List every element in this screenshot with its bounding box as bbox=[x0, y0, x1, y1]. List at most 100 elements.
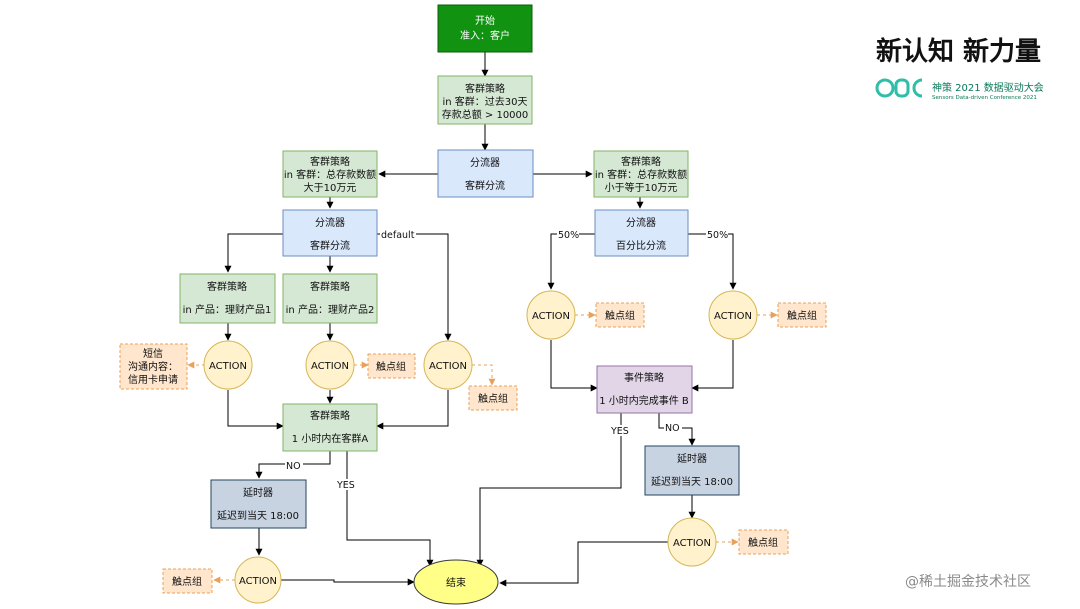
edge-splitter-left-to-product1 bbox=[224, 233, 283, 273]
node-action-g: ACTION bbox=[234, 556, 282, 604]
strategy-left-title: 客群策略 bbox=[310, 155, 350, 168]
delay-left-sub: 延迟到当天 18:00 bbox=[217, 509, 299, 522]
label-default: default bbox=[381, 230, 415, 241]
product2-title: 客群策略 bbox=[310, 280, 350, 293]
splitter-main-title: 分流器 bbox=[470, 156, 500, 169]
splitter-main-sub: 客群分流 bbox=[465, 179, 505, 192]
event-strategy-title: 事件策略 bbox=[624, 371, 664, 384]
action-g-label: ACTION bbox=[239, 576, 277, 587]
label-yes-left: YES bbox=[336, 480, 355, 491]
splitter-right-sub: 百分比分流 bbox=[616, 239, 666, 252]
node-splitter-left: 分流器 客群分流 bbox=[282, 209, 378, 257]
node-start: 开始 准入：客户 bbox=[437, 4, 533, 53]
edge-labels: default 50% 50% NO YES YES NO bbox=[285, 229, 728, 491]
edge-splitter-right-50-right bbox=[688, 233, 737, 290]
action-f-label: ACTION bbox=[673, 538, 711, 549]
node-splitter-right: 分流器 百分比分流 bbox=[594, 209, 689, 257]
edge-1h-yes-to-end bbox=[346, 451, 434, 567]
strategy-left-line3: 大于10万元 bbox=[304, 181, 357, 194]
label-pct-left: 50% bbox=[558, 230, 579, 241]
touch-5-label: 触点组 bbox=[748, 536, 778, 549]
touch-3-label: 触点组 bbox=[605, 309, 635, 322]
touch-edges bbox=[187, 311, 778, 584]
strategy-right-title: 客群策略 bbox=[621, 155, 661, 168]
edge-splitter-left-default bbox=[377, 233, 452, 341]
strategy-left-line2: in 客群：总存款数额 bbox=[284, 168, 376, 181]
touch-6-label: 触点组 bbox=[172, 575, 202, 588]
node-delay-right: 延时器 延迟到当天 18:00 bbox=[644, 445, 740, 496]
edges bbox=[224, 52, 737, 587]
start-subtitle: 准入：客户 bbox=[460, 29, 510, 42]
edge-action-e-to-event bbox=[691, 340, 734, 392]
node-product2: 客群策略 in 产品：理财产品2 bbox=[282, 273, 378, 324]
label-no-right: NO bbox=[665, 423, 680, 434]
touch-groups: 触点组 触点组 触点组 触点组 触点组 触点组 bbox=[162, 302, 827, 594]
node-action-d: ACTION bbox=[526, 290, 576, 340]
conference-cn: 神策 2021 数据驱动大会 bbox=[932, 81, 1044, 94]
action-d-label: ACTION bbox=[532, 311, 570, 322]
node-action-f: ACTION bbox=[667, 517, 717, 567]
node-action-e: ACTION bbox=[708, 290, 758, 340]
node-end: 结束 bbox=[413, 559, 499, 605]
strategy-right-line2: in 客群：总存款数额 bbox=[595, 168, 687, 181]
delay-left-title: 延时器 bbox=[243, 487, 273, 499]
end-label: 结束 bbox=[446, 576, 466, 589]
sms-title: 短信 bbox=[143, 347, 163, 360]
edge-event-yes-to-end bbox=[476, 413, 622, 567]
product1-title: 客群策略 bbox=[207, 280, 247, 293]
strategy-top-line2: in 客群：过去30天 bbox=[442, 95, 527, 108]
node-action-c: ACTION bbox=[423, 340, 473, 390]
conference-en: Sensors Data-driven Conference 2021 bbox=[932, 95, 1037, 101]
node-action-a: ACTION bbox=[203, 340, 253, 390]
edge-action-f-to-end bbox=[499, 541, 668, 587]
label-no-left: NO bbox=[286, 461, 301, 472]
node-touch-2: 触点组 bbox=[468, 385, 518, 411]
juejin-watermark: @稀土掘金技术社区 bbox=[905, 574, 1031, 590]
sms-line3: 信用卡申请 bbox=[128, 373, 178, 386]
node-product1: 客群策略 in 产品：理财产品1 bbox=[179, 273, 276, 324]
event-strategy-sub: 1 小时内完成事件 B bbox=[599, 394, 689, 407]
conference-branding: 新认知 新力量 神策 2021 数据驱动大会 Sensors Data-driv… bbox=[875, 36, 1044, 590]
edge-action-a-to-1h bbox=[227, 390, 284, 430]
touch-2-label: 触点组 bbox=[478, 392, 508, 405]
edge-action-c-to-1h bbox=[376, 390, 449, 430]
splitter-left-title: 分流器 bbox=[315, 216, 345, 229]
action-circles: ACTION ACTION ACTION ACTION ACTION ACTIO… bbox=[203, 290, 758, 604]
strategy-1h-title: 客群策略 bbox=[310, 409, 350, 422]
product2-sub: in 产品：理财产品2 bbox=[286, 303, 375, 316]
node-touch-1: 触点组 bbox=[367, 353, 416, 379]
node-strategy-left: 客群策略 in 客群：总存款数额 大于10万元 bbox=[282, 150, 378, 198]
edge-action-g-to-end bbox=[281, 578, 415, 586]
slogan: 新认知 新力量 bbox=[876, 36, 1041, 67]
label-yes-right: YES bbox=[610, 426, 629, 437]
start-title: 开始 bbox=[475, 14, 495, 27]
delay-right-sub: 延迟到当天 18:00 bbox=[651, 475, 733, 488]
touch-4-label: 触点组 bbox=[787, 309, 817, 322]
touch-1-label: 触点组 bbox=[376, 360, 406, 373]
strategy-1h-sub: 1 小时内在客群A bbox=[292, 432, 369, 445]
sdc-logo-icon bbox=[875, 78, 923, 98]
strategy-top-title: 客群策略 bbox=[465, 82, 505, 95]
splitter-left-sub: 客群分流 bbox=[310, 239, 350, 252]
node-strategy-right: 客群策略 in 客群：总存款数额 小于等于10万元 bbox=[593, 150, 689, 198]
node-touch-5: 触点组 bbox=[738, 529, 789, 555]
action-a-label: ACTION bbox=[209, 361, 247, 372]
node-delay-left: 延时器 延迟到当天 18:00 bbox=[210, 479, 307, 529]
sms-line2: 沟通内容： bbox=[128, 360, 178, 373]
label-pct-right: 50% bbox=[707, 230, 728, 241]
node-sms: 短信 沟通内容： 信用卡申请 bbox=[119, 343, 188, 390]
node-touch-4: 触点组 bbox=[777, 302, 827, 328]
product1-sub: in 产品：理财产品1 bbox=[183, 303, 272, 316]
strategy-right-line3: 小于等于10万元 bbox=[605, 181, 678, 194]
node-splitter-main: 分流器 客群分流 bbox=[437, 149, 534, 198]
delay-right-title: 延时器 bbox=[677, 453, 707, 465]
edge-splitter-right-50-left bbox=[547, 233, 595, 290]
action-e-label: ACTION bbox=[714, 311, 752, 322]
node-strategy-top: 客群策略 in 客群：过去30天 存款总额 > 10000 bbox=[437, 75, 533, 125]
action-c-label: ACTION bbox=[429, 361, 467, 372]
action-b-label: ACTION bbox=[311, 361, 349, 372]
node-touch-6: 触点组 bbox=[162, 568, 213, 594]
node-touch-3: 触点组 bbox=[595, 302, 645, 328]
strategy-top-line3: 存款总额 > 10000 bbox=[442, 108, 529, 121]
